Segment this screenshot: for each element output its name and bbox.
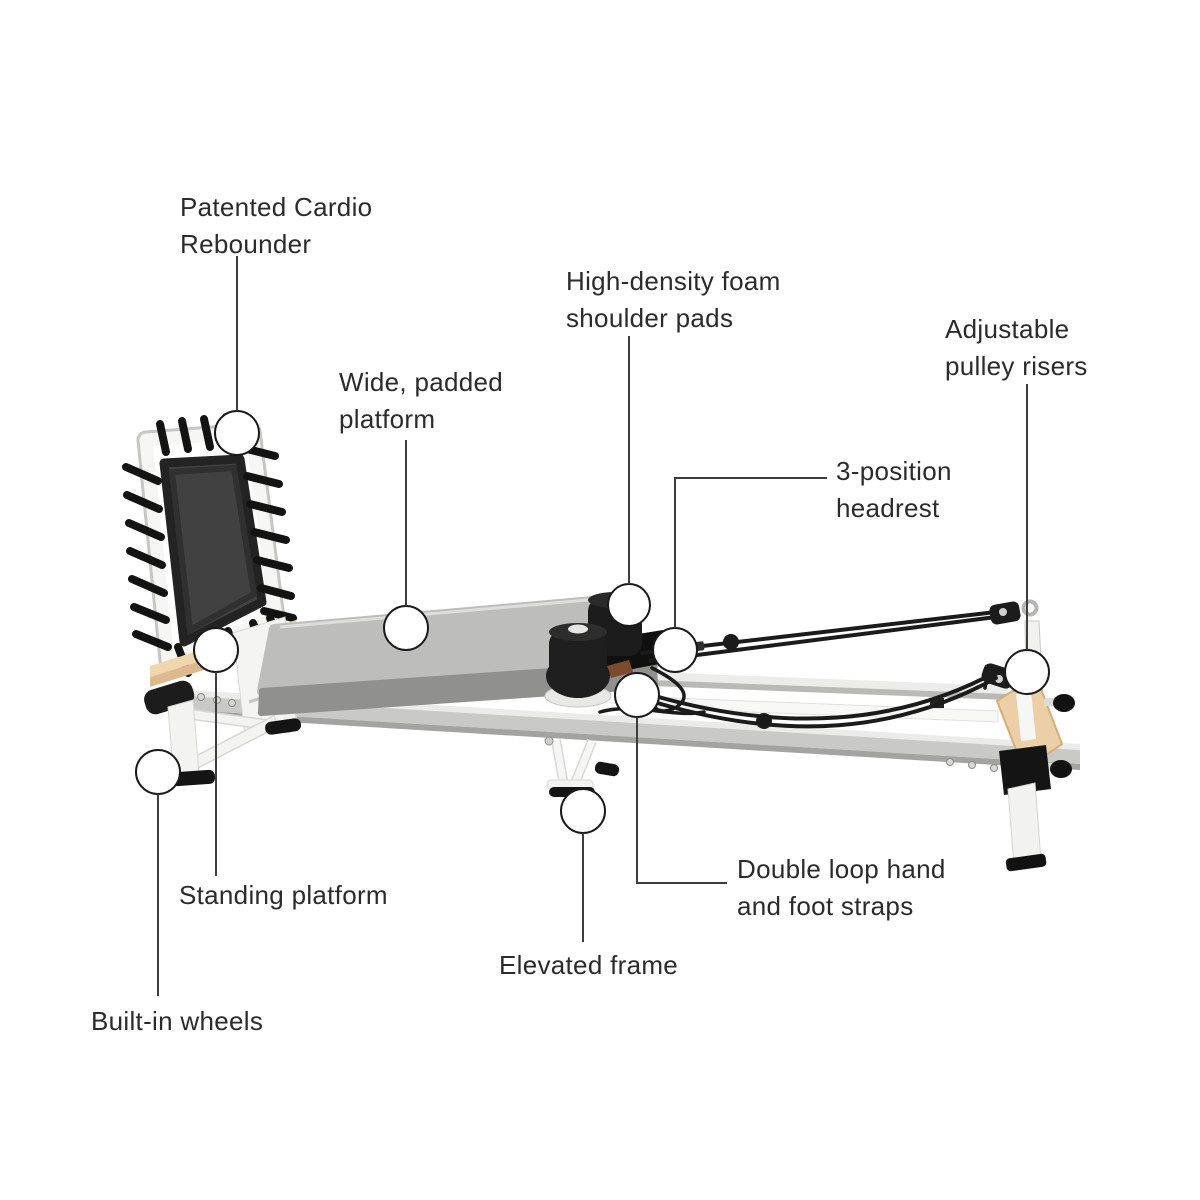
cardio-rebounder <box>122 412 297 677</box>
headrest-wood-bit <box>607 660 633 678</box>
callout-circle-built-in-wheels <box>135 749 181 795</box>
middle-leg-stub-foot <box>594 761 620 777</box>
label-three-position-headrest: 3-position headrest <box>836 456 952 523</box>
right-leg-foot <box>1005 853 1047 872</box>
callout-circle-elevated-frame <box>560 788 606 834</box>
label-cardio-rebounder: Patented Cardio Rebounder <box>180 192 373 259</box>
callout-circle-wide-padded-platform <box>383 605 429 651</box>
rail-screws <box>197 693 998 772</box>
rear-left-foot <box>265 718 302 735</box>
leader-loop-straps <box>636 717 727 884</box>
label-built-in-wheels: Built-in wheels <box>91 1006 264 1036</box>
label-standing-platform: Standing platform <box>179 880 388 910</box>
cord-ball-stopper-upper <box>723 634 739 650</box>
callout-circle-headrest <box>652 627 698 673</box>
callout-circles <box>135 410 1050 834</box>
right-corner-bracket <box>999 745 1051 795</box>
callout-circle-standing-platform <box>193 627 239 673</box>
riser-eyelet <box>1021 599 1039 617</box>
label-adjustable-pulley-risers: Adjustable pulley risers <box>945 314 1088 381</box>
middle-leg-hinge <box>544 736 554 746</box>
middle-leg <box>544 736 620 797</box>
label-elevated-frame: Elevated frame <box>499 950 679 980</box>
callout-circle-loop-straps <box>614 672 660 718</box>
right-leg <box>1007 782 1042 867</box>
top-pulley-screw <box>999 608 1007 616</box>
rebounder-mesh-border <box>168 464 258 635</box>
shoulder-pad-cap <box>568 624 588 634</box>
adjust-knob-lower <box>1050 760 1072 778</box>
leader-headrest <box>674 477 827 628</box>
label-wide-padded-platform: Wide, padded platform <box>339 367 504 434</box>
callout-circle-cardio-rebounder <box>214 410 260 456</box>
callout-leader-lines <box>157 256 1028 996</box>
label-double-loop-straps: Double loop hand and foot straps <box>737 854 946 921</box>
callout-circle-pulley-risers <box>1004 649 1050 695</box>
front-left-foot <box>170 769 216 787</box>
cord-ball-stopper-lower <box>756 713 772 729</box>
callout-circle-shoulder-pads <box>607 583 651 627</box>
adjust-knob-upper <box>1053 694 1075 712</box>
label-foam-shoulder-pads: High-density foam shoulder pads <box>566 266 781 333</box>
riser-post-in-block <box>1016 691 1036 741</box>
